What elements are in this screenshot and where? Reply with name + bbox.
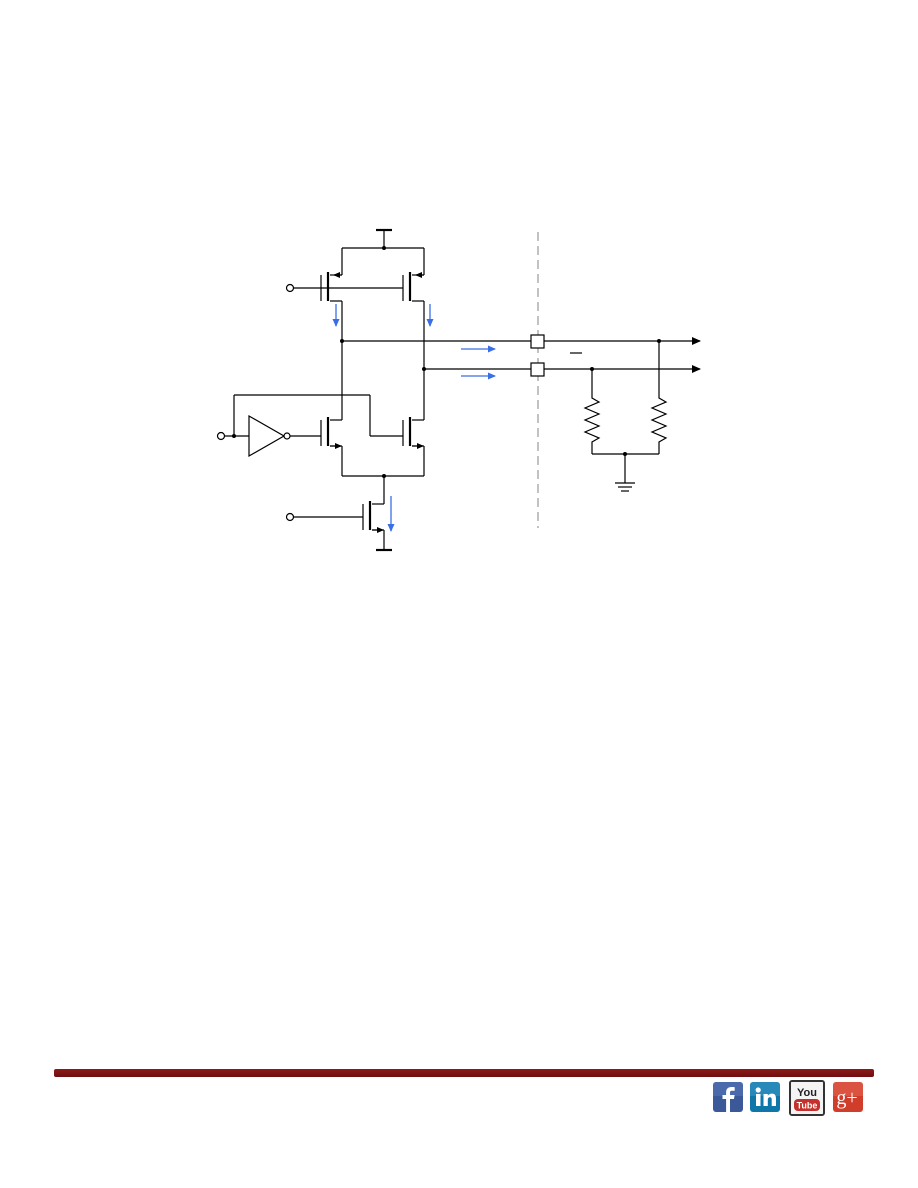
linkedin-icon[interactable]	[750, 1082, 780, 1112]
output-node-bottom	[422, 367, 531, 371]
google-plus-icon[interactable]: g+	[833, 1082, 863, 1112]
pmos-right	[402, 272, 425, 369]
facebook-icon[interactable]	[713, 1082, 743, 1112]
youtube-text-top: You	[797, 1087, 817, 1099]
pmos-bias-input	[285, 283, 403, 293]
youtube-text-bottom: Tube	[797, 1101, 818, 1111]
ground-symbol	[615, 454, 635, 492]
pmos-left	[320, 272, 343, 341]
output-pad-bottom	[530, 362, 545, 377]
footer-bar	[54, 1069, 874, 1077]
output-node-top	[340, 339, 531, 343]
inverter	[248, 414, 321, 458]
lvds-driver-schematic	[216, 228, 701, 552]
youtube-icon[interactable]: You Tube	[789, 1080, 825, 1116]
nmos-tail	[362, 476, 392, 552]
output-pad-top	[530, 334, 545, 349]
data-input	[216, 394, 403, 441]
nmos-left	[320, 341, 343, 476]
resistor-left	[583, 367, 601, 454]
vdd-supply	[341, 228, 425, 275]
resistor-right	[650, 339, 668, 454]
tail-bias-input	[285, 512, 363, 522]
nmos-right	[402, 369, 425, 476]
google-plus-text: g+	[836, 1087, 857, 1109]
